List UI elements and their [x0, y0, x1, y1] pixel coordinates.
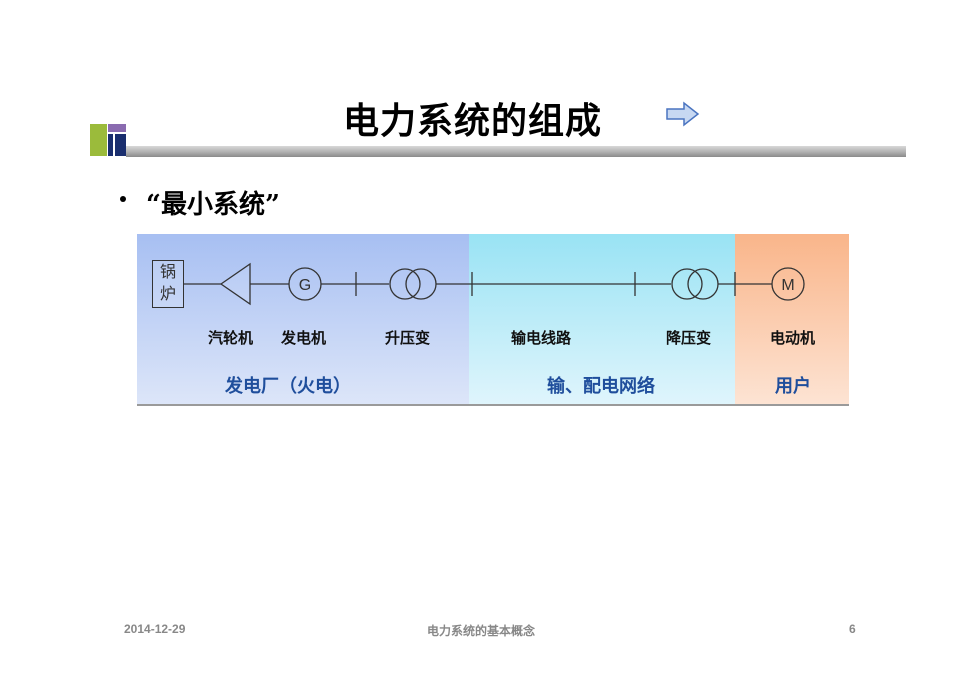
label-turbine: 汽轮机 — [208, 329, 254, 347]
title-rule — [126, 146, 906, 157]
one-line-schematic: G M — [184, 262, 805, 306]
label-step-down-transformer: 降压变 — [666, 329, 712, 347]
page-title: 电力系统的组成 — [343, 101, 603, 142]
generator-symbol: G — [299, 277, 311, 294]
power-system-diagram: 锅 炉 — [137, 234, 849, 406]
footer-course-title: 电力系统的基本概念 — [427, 624, 536, 638]
slide-logo-icon — [90, 124, 126, 156]
arrow-right-icon[interactable] — [666, 101, 700, 127]
motor-icon — [771, 267, 805, 301]
zone-transmission-network — [469, 234, 735, 406]
zone-power-plant — [137, 234, 469, 406]
zone-user — [735, 234, 849, 406]
motor-symbol: M — [781, 277, 794, 294]
boiler-char-2: 炉 — [159, 284, 176, 303]
step-down-transformer-icon — [671, 268, 703, 300]
footer-page-number: 6 — [849, 622, 856, 636]
step-up-transformer-icon — [389, 268, 421, 300]
label-transmission-line: 输电线路 — [511, 329, 572, 347]
turbine-icon — [219, 262, 251, 306]
label-generator: 发电机 — [281, 329, 327, 347]
zone-label-user: 用户 — [775, 376, 811, 397]
label-motor: 电动机 — [770, 329, 816, 347]
boiler-char-1: 锅 — [159, 262, 176, 281]
footer-date: 2014-12-29 — [124, 622, 186, 636]
bullet-minimal-system: “最小系统” — [146, 190, 280, 220]
zone-label-network: 输、配电网络 — [547, 376, 655, 397]
label-step-up-transformer: 升压变 — [385, 329, 431, 347]
zone-label-power-plant: 发电厂（火电） — [225, 376, 351, 397]
bullet-marker — [120, 196, 126, 202]
boiler-box: 锅 炉 — [152, 260, 184, 308]
